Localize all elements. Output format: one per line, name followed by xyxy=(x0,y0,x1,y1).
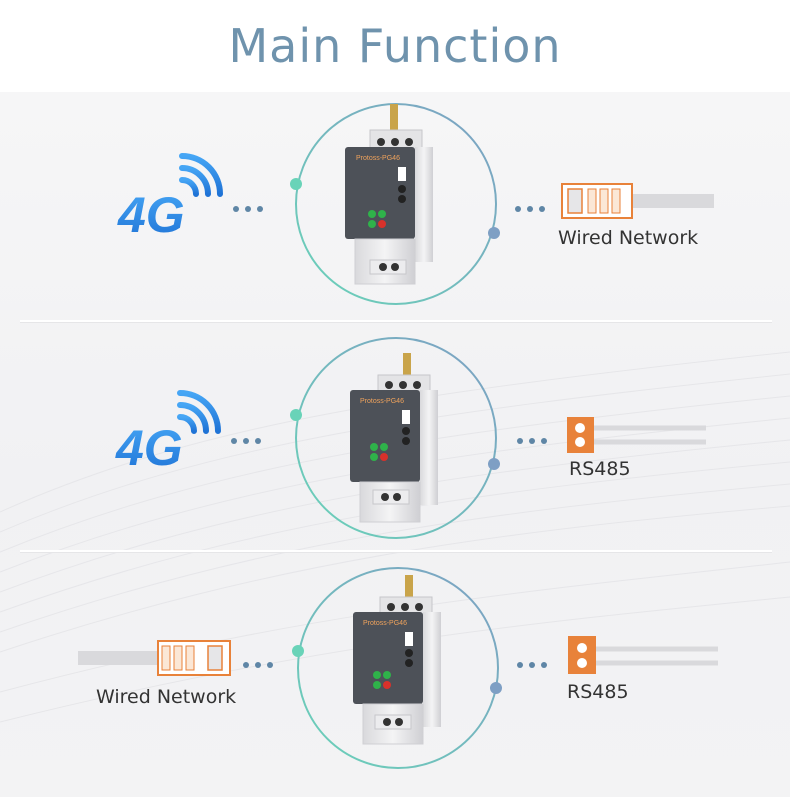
gateway-device: Protoss-PG46 xyxy=(350,353,438,523)
dots-right xyxy=(517,438,547,444)
ethernet-plug-icon xyxy=(561,183,714,219)
signal-waves-icon xyxy=(179,153,223,197)
rs485-label-row2: RS485 xyxy=(569,458,631,480)
gateway-device: Protoss-PG46 xyxy=(353,575,441,745)
dots-left xyxy=(233,206,263,212)
row-divider-1 xyxy=(20,320,772,322)
rs485-terminal-icon xyxy=(567,417,706,453)
device-model: Protoss-PG46 xyxy=(356,155,400,162)
device-faceplate xyxy=(345,147,415,239)
row-wired-to-rs485: Protoss-PG46 xyxy=(78,567,718,769)
row-divider-2 xyxy=(20,550,772,552)
row-4g-to-rs485: 4G Protoss-PG46 xyxy=(115,337,706,539)
gateway-device: Protoss-PG46 xyxy=(345,104,433,285)
device-model: Protoss-PG46 xyxy=(360,398,404,405)
rs485-terminal-icon xyxy=(568,636,718,674)
signal-waves-icon xyxy=(177,390,221,434)
device-model: Protoss-PG46 xyxy=(363,620,407,627)
device-ring xyxy=(297,567,499,769)
ring-dot-left xyxy=(290,409,302,421)
row-4g-to-wired: 4G Protoss-PG46 xyxy=(117,103,714,305)
ring-dot-right xyxy=(488,458,500,470)
wired-network-label-row3: Wired Network xyxy=(96,686,237,708)
ring-dot-right xyxy=(488,227,500,239)
rs485-label-row3: RS485 xyxy=(567,681,629,703)
ring-dot-left xyxy=(290,178,302,190)
ring-dot-right xyxy=(490,682,502,694)
4g-label: 4G xyxy=(115,420,183,476)
page-title: Main Function xyxy=(0,0,790,92)
ring-dot-left xyxy=(292,645,304,657)
dots-left xyxy=(231,438,261,444)
dots-left xyxy=(243,662,273,668)
dots-right xyxy=(517,662,547,668)
4g-label: 4G xyxy=(117,187,185,243)
ethernet-plug-icon xyxy=(78,640,231,676)
wired-network-label-row1: Wired Network xyxy=(558,227,699,249)
dots-right xyxy=(515,206,545,212)
device-ring xyxy=(295,337,497,539)
